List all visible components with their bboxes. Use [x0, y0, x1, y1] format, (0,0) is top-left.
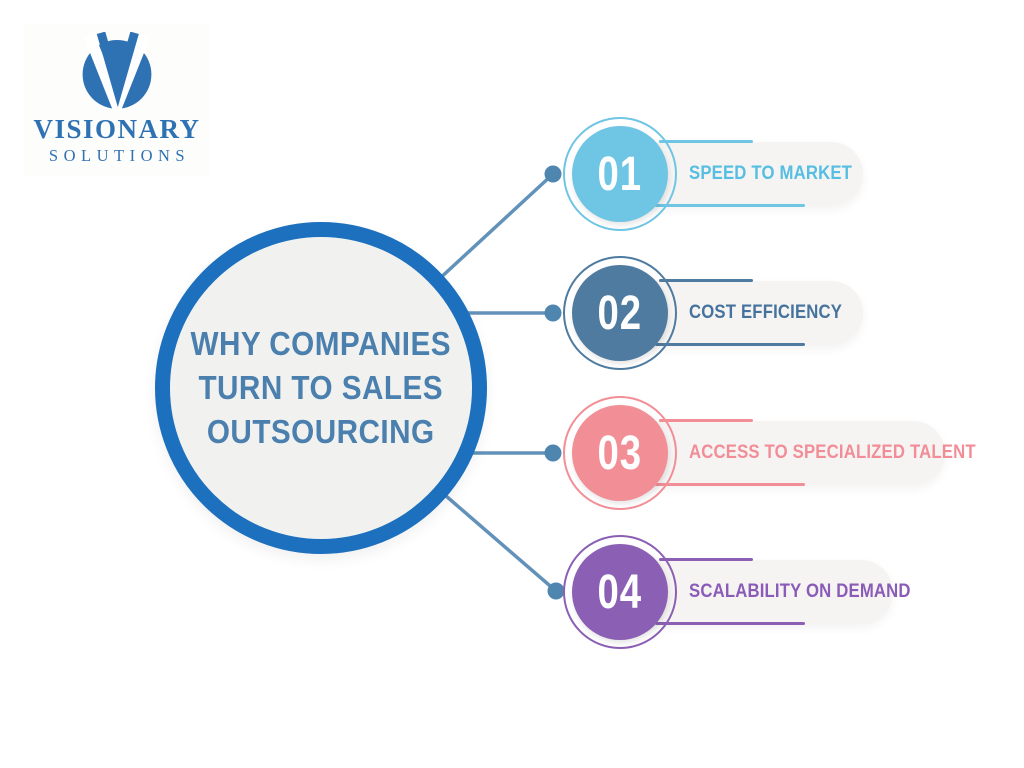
item-number: 02 — [597, 286, 643, 340]
item-number-ring — [563, 535, 677, 649]
connector-dot-2 — [544, 304, 562, 322]
item-number: 03 — [597, 426, 643, 480]
pill-accent-line-top — [659, 279, 753, 282]
item-label: SPEED TO MARKET — [689, 163, 853, 184]
item-number-ring — [563, 396, 677, 510]
pill-accent-line-bottom — [655, 483, 805, 486]
item-number-circle: 01 — [572, 126, 668, 222]
central-topic-circle: WHY COMPANIES TURN TO SALES OUTSOURCING — [155, 222, 487, 554]
central-title-line-1: WHY COMPANIES — [190, 325, 452, 363]
item-access-to-specialized-talent: 03 ACCESS TO SPECIALIZED TALENT — [563, 396, 1023, 510]
item-speed-to-market: 01 SPEED TO MARKET — [563, 117, 963, 231]
item-number: 04 — [597, 565, 643, 619]
item-number-circle: 03 — [572, 405, 668, 501]
logo-name: VISIONARY — [33, 114, 201, 144]
central-title: WHY COMPANIES TURN TO SALES OUTSOURCING — [191, 322, 452, 454]
v-logo-icon — [82, 32, 152, 112]
connector-dot-4 — [547, 582, 565, 600]
item-number-circle: 04 — [572, 544, 668, 640]
item-scalability-on-demand: 04 SCALABILITY ON DEMAND — [563, 535, 983, 649]
item-number: 01 — [597, 147, 643, 201]
central-title-line-2: TURN TO SALES — [198, 369, 444, 407]
logo: VISIONARY SOLUTIONS — [24, 24, 210, 176]
item-number-circle: 02 — [572, 265, 668, 361]
connector-dot-1 — [544, 165, 562, 183]
item-cost-efficiency: 02 COST EFFICIENCY — [563, 256, 963, 370]
item-label: SCALABILITY ON DEMAND — [689, 581, 911, 602]
connector-dot-3 — [544, 444, 562, 462]
pill-accent-line-top — [659, 419, 753, 422]
pill-accent-line-top — [659, 140, 753, 143]
item-label: ACCESS TO SPECIALIZED TALENT — [689, 442, 976, 463]
pill-accent-line-top — [659, 558, 753, 561]
pill-accent-line-bottom — [655, 622, 805, 625]
item-number-ring — [563, 117, 677, 231]
item-number-ring — [563, 256, 677, 370]
central-title-line-3: OUTSOURCING — [207, 412, 435, 450]
pill-accent-line-bottom — [655, 343, 805, 346]
logo-subname: SOLUTIONS — [48, 146, 191, 165]
pill-accent-line-bottom — [655, 204, 805, 207]
item-label: COST EFFICIENCY — [689, 302, 843, 323]
